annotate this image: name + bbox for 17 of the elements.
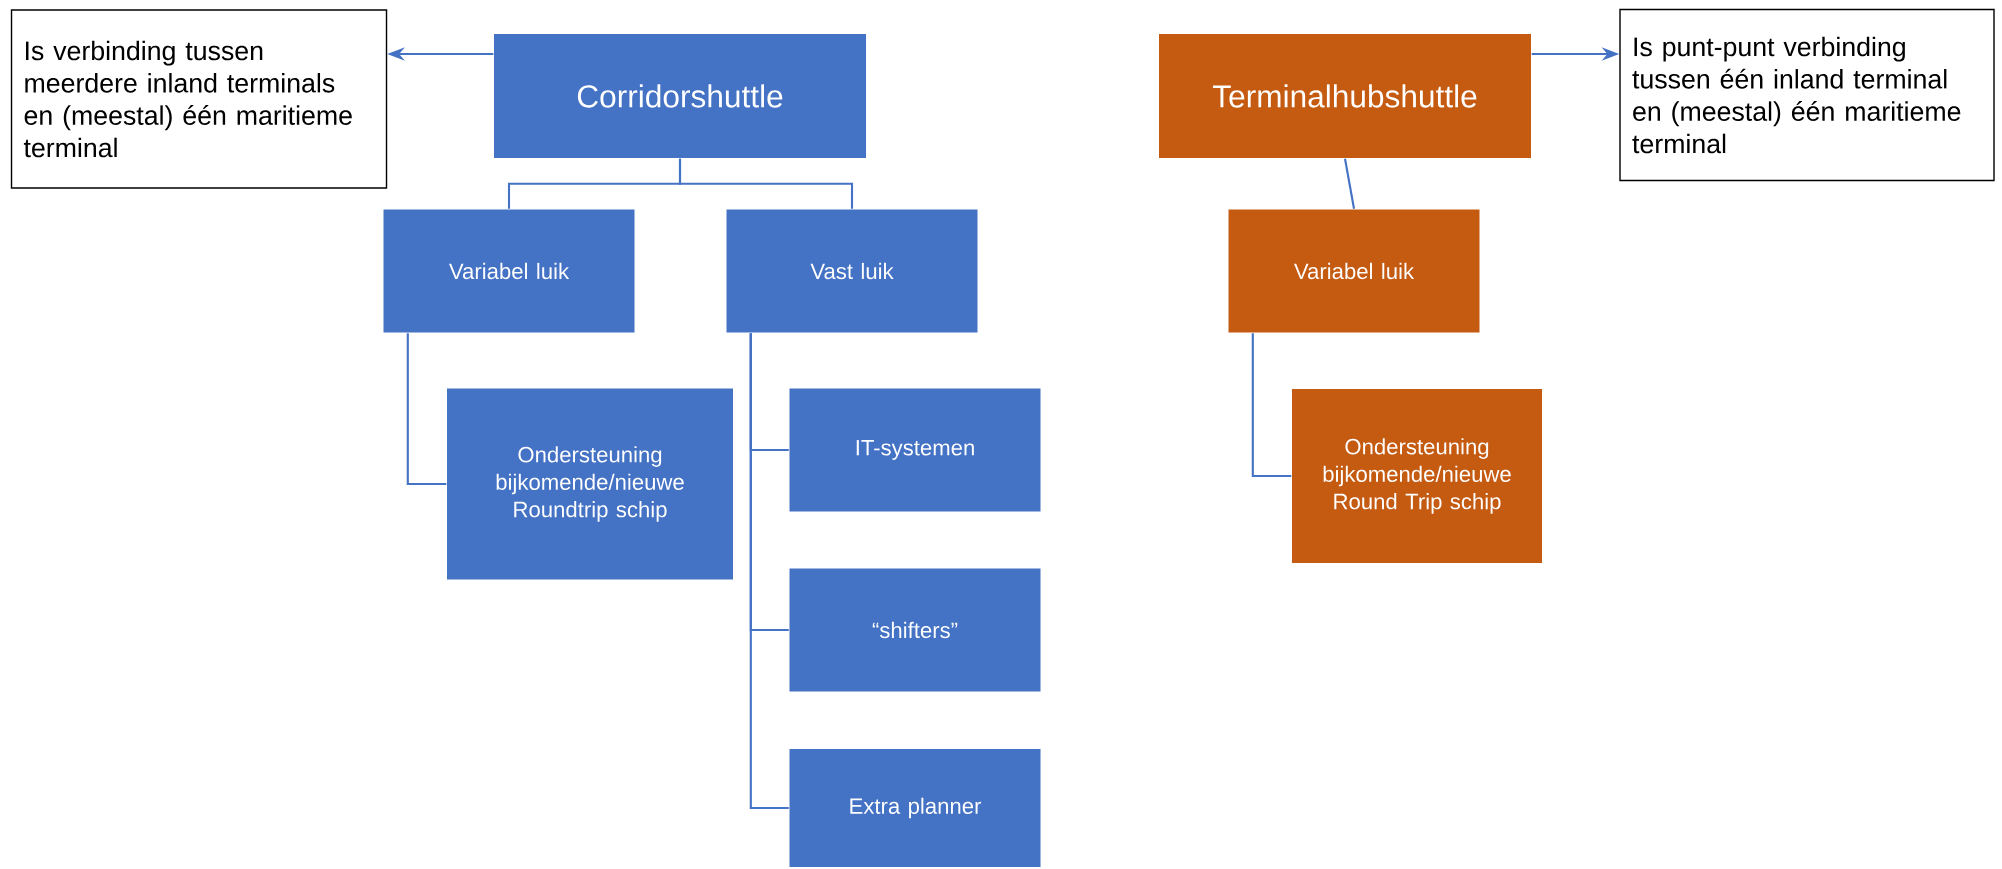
connector <box>406 333 447 486</box>
process-box: IT-systemen <box>789 388 1041 512</box>
process-box: Extra planner <box>789 749 1041 867</box>
connector <box>1343 158 1356 209</box>
process-box: Corridorshuttle <box>494 34 866 158</box>
process-box: Ondersteuning bijkomende/nieuwe Roundtrip schip <box>447 388 733 580</box>
note-box: Is verbinding tussen meerdere inland terminals en (meestal) één maritieme terminal <box>10 9 388 189</box>
process-box: Variabel luik <box>383 209 635 333</box>
connector <box>749 333 789 810</box>
connector <box>678 158 854 209</box>
process-box: Ondersteuning bijkomende/nieuwe Round Trip schip <box>1292 389 1542 563</box>
connector <box>1251 333 1292 478</box>
process-box: Variabel luik <box>1228 209 1480 333</box>
note-box: Is punt-punt verbinding tussen één inland terminal en (meestal) één maritieme terminal <box>1619 8 1995 182</box>
process-box: “shifters” <box>789 568 1041 692</box>
process-box: Terminalhubshuttle <box>1159 34 1531 158</box>
process-box: Vast luik <box>726 209 978 333</box>
